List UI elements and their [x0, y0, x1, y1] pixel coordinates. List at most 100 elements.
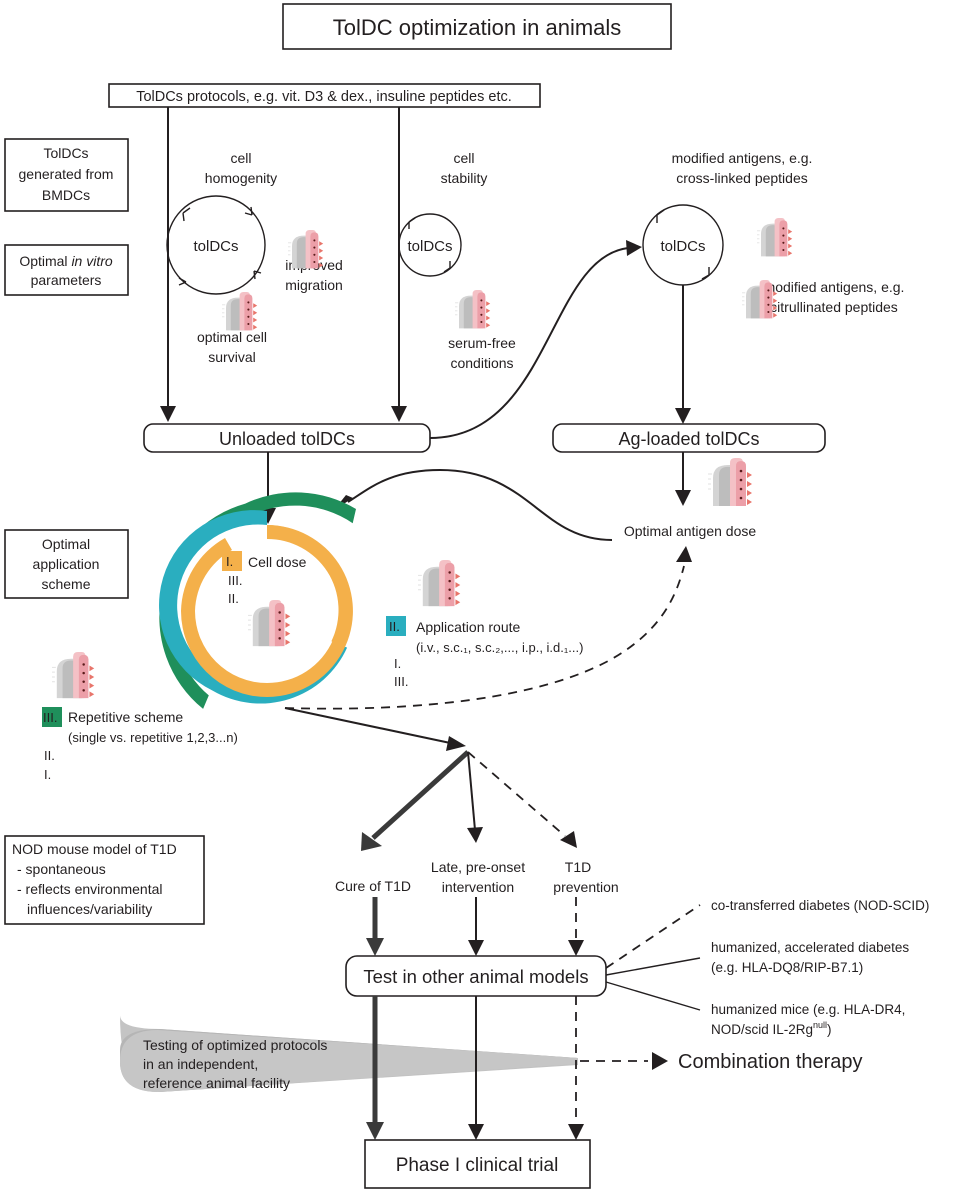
cell-dose-sub1: III.	[228, 573, 242, 588]
route-sub1: I.	[394, 656, 401, 671]
cross-line1: modified antigens, e.g.	[672, 150, 813, 166]
side-in-vitro-line2: parameters	[31, 272, 102, 288]
side-box-generated: TolDCs generated from BMDCs	[4, 138, 129, 212]
route-label: Application route	[416, 619, 521, 635]
protocols-box: TolDCs protocols, e.g. vit. D3 & dex., i…	[108, 83, 541, 108]
application-scheme-rings	[159, 492, 356, 709]
outcome-prevention-line2: prevention	[553, 879, 618, 895]
nod-item-3: influences/variability	[27, 901, 152, 917]
branch-cure	[371, 750, 470, 840]
repetitive-legend: III. Repetitive scheme (single vs. repet…	[42, 707, 238, 782]
homogenity-line1: cell	[230, 150, 251, 166]
ring-repetitive	[159, 492, 356, 709]
side-box-application: Optimal application scheme	[4, 529, 129, 599]
model-humanized-acc-line1: humanized, accelerated diabetes	[711, 940, 909, 955]
page-title: TolDC optimization in animals	[333, 15, 622, 40]
outcome-late-line2: intervention	[442, 879, 514, 895]
cell-dose-legend: I. Cell dose III. II.	[222, 551, 307, 606]
stability-line1: cell	[453, 150, 474, 166]
route-swatch	[386, 616, 406, 636]
citrullinated-line2: citrullinated peptides	[770, 299, 898, 315]
side-application-line2: application	[33, 556, 100, 572]
survival-line1: optimal cell	[197, 329, 267, 345]
model-humanized-mice-base: NOD/scid IL-2Rg	[711, 1022, 813, 1037]
repetitive-sub1: II.	[44, 748, 55, 763]
agloaded-label: Ag-loaded tolDCs	[618, 429, 759, 449]
route-detail: (i.v., s.c.₁, s.c.₂,..., i.p., i.d.₁...)	[416, 640, 583, 655]
serum-line2: conditions	[450, 355, 513, 371]
antigen-dose-label: Optimal antigen dose	[624, 523, 757, 539]
reference-line3: reference animal facility	[143, 1075, 290, 1091]
cell-dose-label: Cell dose	[248, 554, 307, 570]
repetitive-swatch	[42, 707, 62, 727]
migration-line2: migration	[285, 277, 343, 293]
outcome-prevention-line1: T1D	[565, 859, 591, 875]
cycle-modified-antigens: tolDCs modified antigens, e.g. cross-lin…	[642, 150, 904, 315]
cell-dose-sub2: II.	[228, 591, 239, 606]
unloaded-box: Unloaded tolDCs	[143, 423, 431, 453]
cycle3-center: tolDCs	[660, 238, 705, 255]
nod-item-2: - reflects environmental	[17, 881, 163, 897]
repetitive-num: III.	[43, 710, 57, 725]
model-humanized-mice-line1: humanized mice (e.g. HLA-DR4,	[711, 1002, 905, 1017]
model-humanized-acc-line2: (e.g. HLA-DQ8/RIP-B7.1)	[711, 960, 863, 975]
cell-dose-num: I.	[226, 554, 233, 569]
model-humanized-mice-close: )	[827, 1022, 832, 1037]
mouse-icon	[248, 600, 291, 647]
side-generated-line3: BMDCs	[42, 187, 90, 203]
side-in-vitro-line1: Optimal in vitro	[19, 253, 113, 269]
route-num: II.	[389, 619, 400, 634]
side-in-vitro-italic: in vitro	[71, 253, 112, 269]
unloaded-label: Unloaded tolDCs	[219, 429, 355, 449]
mouse-icon	[222, 292, 258, 331]
combination-label: Combination therapy	[678, 1051, 863, 1073]
reference-line1: Testing of optimized protocols	[143, 1037, 327, 1053]
protocols-text: TolDCs protocols, e.g. vit. D3 & dex., i…	[136, 89, 512, 105]
cycle1-center: tolDCs	[193, 238, 238, 255]
stability-line2: stability	[441, 170, 488, 186]
test-label: Test in other animal models	[363, 966, 588, 987]
model-cotransferred: co-transferred diabetes (NOD-SCID)	[711, 898, 929, 913]
cycle-stability: tolDCs cell stability serum-free conditi…	[398, 150, 516, 371]
mouse-icon	[52, 652, 95, 699]
side-generated-line2: generated from	[19, 166, 114, 182]
side-application-line1: Optimal	[42, 536, 90, 552]
model-humanized-mice-sup: null	[813, 1020, 827, 1030]
branch-prevention	[467, 751, 566, 837]
nod-title: NOD mouse model of T1D	[12, 841, 177, 857]
homogenity-line2: homogenity	[205, 170, 277, 186]
route-legend: II. Application route (i.v., s.c.₁, s.c.…	[386, 616, 583, 689]
nod-item-1: - spontaneous	[17, 861, 106, 877]
test-box: Test in other animal models	[345, 955, 607, 997]
model-humanized-mice-line2: NOD/scid IL-2Rgnull)	[711, 1020, 832, 1037]
agloaded-box: Ag-loaded tolDCs	[552, 423, 826, 453]
repetitive-label: Repetitive scheme	[68, 709, 183, 725]
branch-late	[467, 751, 476, 831]
outcome-cure: Cure of T1D	[335, 878, 411, 894]
mouse-icon	[757, 218, 793, 257]
arrow-unloaded-to-loading	[429, 247, 629, 439]
dashed-scheme-to-dose	[284, 565, 685, 710]
title-box: TolDC optimization in animals	[282, 3, 672, 50]
cross-line2: cross-linked peptides	[676, 170, 808, 186]
serum-line1: serum-free	[448, 335, 516, 351]
side-box-in-vitro: Optimal in vitro parameters	[4, 244, 129, 296]
outcome-late-line1: Late, pre-onset	[431, 859, 525, 875]
side-in-vitro-optimal: Optimal	[19, 253, 67, 269]
cell-dose-swatch	[222, 551, 242, 571]
cycle2-center: tolDCs	[407, 238, 452, 255]
mouse-icon	[742, 280, 778, 319]
reference-line2: in an independent,	[143, 1056, 258, 1072]
arrow-dose-to-scheme	[347, 468, 613, 541]
repetitive-sub2: I.	[44, 767, 51, 782]
phase-label: Phase I clinical trial	[396, 1155, 559, 1176]
survival-line2: survival	[208, 349, 255, 365]
arrowhead-left-down	[160, 406, 176, 422]
mouse-icon	[708, 458, 753, 507]
arrowhead-right-down	[391, 406, 407, 422]
side-generated-line1: TolDCs	[43, 145, 88, 161]
mouse-icon	[455, 290, 491, 329]
side-application-line3: scheme	[41, 576, 90, 592]
mouse-icon	[418, 560, 461, 607]
